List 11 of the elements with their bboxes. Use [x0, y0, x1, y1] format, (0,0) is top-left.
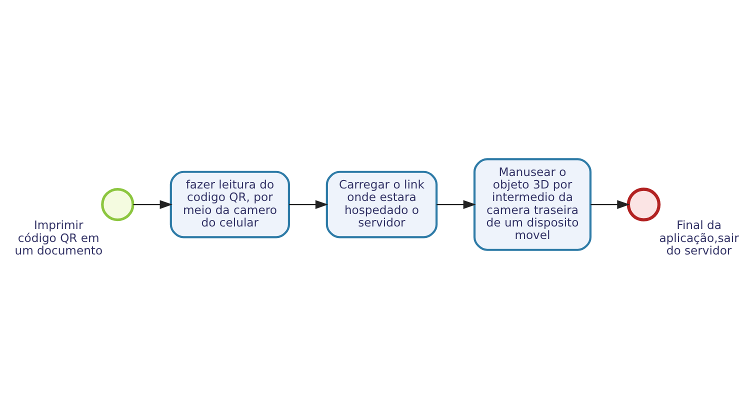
node-box: Carregar o link onde estara hospedado o servidor: [325, 170, 438, 238]
arrow: [436, 200, 476, 208]
arrow: [288, 200, 328, 208]
node-label: Imprimir código QR em um documento: [14, 218, 102, 257]
arrow: [590, 200, 630, 208]
node-box: Manusear o objeto 3D por intermedio da camera traseira de um disposito movel: [472, 158, 592, 250]
node-circle: [100, 187, 134, 221]
arrow: [132, 200, 172, 208]
node-box: fazer leitura do codigo QR, por meio da camero do celular: [169, 170, 290, 238]
node-circle: [626, 187, 660, 221]
node-label: Final da aplicação,sair do servidor: [658, 218, 738, 257]
